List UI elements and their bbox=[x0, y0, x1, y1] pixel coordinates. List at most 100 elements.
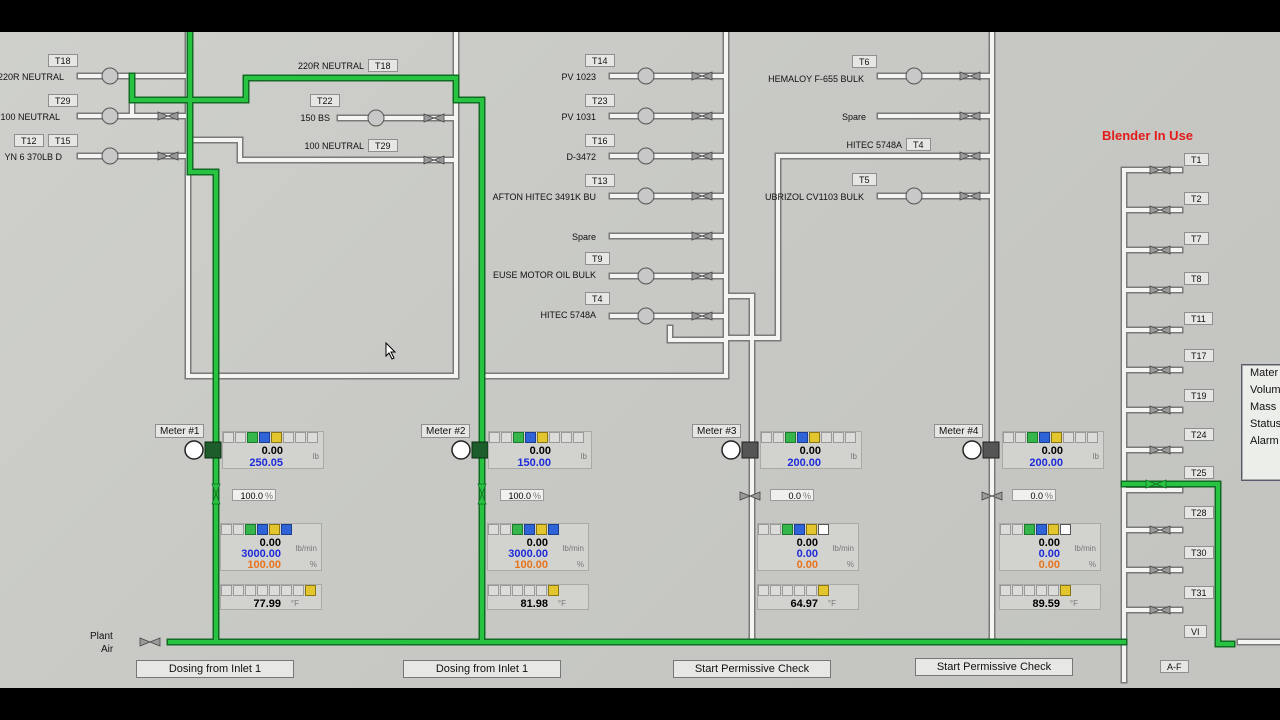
line-label-right-0: HEMALOY F-655 BULK bbox=[768, 74, 864, 84]
meter-3-valve-pct[interactable]: 0.0% bbox=[770, 489, 814, 501]
line-label-mid-right-5: EUSE MOTOR OIL BULK bbox=[492, 270, 596, 280]
meter-1-flow-pct-unit: % bbox=[309, 560, 317, 569]
tank-tag[interactable]: T30 bbox=[1184, 546, 1214, 559]
tank-tag[interactable]: T24 bbox=[1184, 428, 1214, 441]
meter-4-temp-panel[interactable]: 89.59 °F bbox=[999, 584, 1101, 610]
meter-1-totalizer[interactable]: 0.00 lb 250.05 bbox=[222, 431, 324, 469]
meter-1-temp: 77.99 bbox=[253, 598, 281, 610]
tag-mid-left-2[interactable]: T29 bbox=[368, 139, 398, 152]
meter-4-valve-pct[interactable]: 0.0% bbox=[1012, 489, 1056, 501]
meter-2-totalizer[interactable]: 0.00 lb 150.00 bbox=[488, 431, 592, 469]
line-label-mid-right-4: Spare bbox=[571, 232, 596, 242]
meter-4-permissive-button[interactable]: Start Permissive Check bbox=[915, 658, 1073, 676]
tag-top-left-2b[interactable]: T15 bbox=[48, 134, 78, 147]
tank-tag[interactable]: A-F bbox=[1160, 660, 1189, 673]
tank-tag[interactable]: T8 bbox=[1184, 272, 1209, 285]
meter-4-flow-pct-unit: % bbox=[1088, 560, 1096, 569]
meter-4-title[interactable]: Meter #4 bbox=[934, 424, 984, 438]
meter-1-temp-panel[interactable]: 77.99 °F bbox=[220, 584, 322, 610]
meter-3-temp: 64.97 bbox=[790, 598, 818, 610]
meter-4-actual: 0.00 bbox=[1041, 445, 1063, 457]
meter-2-flow-panel[interactable]: 0.00 lb/min 3000.00 100.00 % bbox=[487, 523, 589, 571]
meter-3-title[interactable]: Meter #3 bbox=[692, 424, 742, 438]
line-label-mid-right-2: D-3472 bbox=[566, 152, 596, 162]
valves-open bbox=[211, 479, 1167, 505]
meter-2-temp-panel[interactable]: 81.98 °F bbox=[487, 584, 589, 610]
pipe-diagram bbox=[76, 32, 1280, 684]
meter-3-temp-unit: °F bbox=[827, 599, 836, 608]
tag-top-left-0[interactable]: T18 bbox=[48, 54, 78, 67]
meter-1-title[interactable]: Meter #1 bbox=[155, 424, 205, 438]
meter-2-pct-unit: % bbox=[532, 491, 541, 501]
meter-1-dosing-button[interactable]: Dosing from Inlet 1 bbox=[136, 660, 294, 678]
meter-bodies bbox=[184, 440, 1000, 460]
meter-3-unit: lb bbox=[850, 452, 857, 461]
line-label-mid-left-0: 220R NEUTRAL bbox=[297, 61, 364, 71]
tag-right-2[interactable]: T4 bbox=[906, 138, 931, 151]
tag-mid-right-6[interactable]: T4 bbox=[585, 292, 610, 305]
meter-4-flow-panel[interactable]: 0.00 lb/min 0.00 0.00 % bbox=[999, 523, 1101, 571]
tank-tag[interactable]: VI bbox=[1184, 625, 1207, 638]
tank-tag[interactable]: T19 bbox=[1184, 389, 1214, 402]
meter-2-actual: 0.00 bbox=[529, 445, 551, 457]
meter-1-flow-panel[interactable]: 0.00 lb/min 3000.00 100.00 % bbox=[220, 523, 322, 571]
info-row: Mass bbox=[1250, 401, 1277, 413]
tag-mid-right-5[interactable]: T9 bbox=[585, 252, 610, 265]
tank-tag[interactable]: T28 bbox=[1184, 506, 1214, 519]
meter-1-actual: 0.00 bbox=[261, 445, 283, 457]
meter-2-unit: lb bbox=[580, 452, 587, 461]
tag-right-3[interactable]: T5 bbox=[852, 173, 877, 186]
meter-2-flow-pct-unit: % bbox=[576, 560, 584, 569]
meter-3-permissive-button[interactable]: Start Permissive Check bbox=[673, 660, 831, 678]
tank-tag[interactable]: T1 bbox=[1184, 153, 1209, 166]
info-row: Volum bbox=[1250, 384, 1280, 396]
meter-3-flow: 0.00 bbox=[796, 537, 818, 549]
meter-1-valve-pct[interactable]: 100.0% bbox=[232, 489, 276, 501]
meter-4-flow-setpoint: 0.00 bbox=[1038, 548, 1060, 560]
meter-1-temp-unit: °F bbox=[290, 599, 299, 608]
info-row: Alarm bbox=[1250, 435, 1279, 447]
line-label-mid-right-3: AFTON HITEC 3491K BU bbox=[492, 192, 596, 202]
tank-tag[interactable]: T11 bbox=[1184, 312, 1213, 325]
meter-1-flow-pct: 100.00 bbox=[247, 559, 281, 571]
tank-tag[interactable]: T25 bbox=[1184, 466, 1214, 479]
meter-1-flow-unit: lb/min bbox=[295, 544, 317, 553]
meter-3-temp-panel[interactable]: 64.97 °F bbox=[757, 584, 859, 610]
meter-3-pct-unit: % bbox=[802, 491, 811, 501]
meter-4-unit: lb bbox=[1092, 452, 1099, 461]
tag-mid-left-0[interactable]: T18 bbox=[368, 59, 398, 72]
tank-tag[interactable]: T7 bbox=[1184, 232, 1209, 245]
tank-tag[interactable]: T17 bbox=[1184, 349, 1214, 362]
meter-2-valve-pct[interactable]: 100.0% bbox=[500, 489, 544, 501]
info-row: Status bbox=[1250, 418, 1280, 430]
tank-tag[interactable]: T31 bbox=[1184, 586, 1214, 599]
meter-4-flow-pct: 0.00 bbox=[1038, 559, 1060, 571]
material-info-box: Mater Volum Mass Status Alarm bbox=[1241, 364, 1280, 481]
tag-right-0[interactable]: T6 bbox=[852, 55, 877, 68]
tag-top-left-1[interactable]: T29 bbox=[48, 94, 78, 107]
mouse-cursor-icon bbox=[385, 342, 397, 360]
meter-3-totalizer[interactable]: 0.00 lb 200.00 bbox=[760, 431, 862, 469]
line-label-mid-right-1: PV 1031 bbox=[561, 112, 596, 122]
meter-1-target: 250.05 bbox=[249, 457, 283, 469]
tank-tag[interactable]: T2 bbox=[1184, 192, 1209, 205]
line-label-right-1: Spare bbox=[841, 112, 866, 122]
blender-in-use-title: Blender In Use bbox=[1102, 128, 1194, 143]
tag-mid-right-0[interactable]: T14 bbox=[585, 54, 615, 67]
meter-3-flow-panel[interactable]: 0.00 lb/min 0.00 0.00 % bbox=[757, 523, 859, 571]
hmi-screen: T18 220R NEUTRAL T29 100 NEUTRAL T12 T15… bbox=[0, 32, 1280, 688]
meter-4-flow-unit: lb/min bbox=[1074, 544, 1096, 553]
line-label-mid-left-2: 100 NEUTRAL bbox=[304, 141, 364, 151]
tag-mid-right-1[interactable]: T23 bbox=[585, 94, 615, 107]
meter-2-dosing-button[interactable]: Dosing from Inlet 1 bbox=[403, 660, 561, 678]
meter-2-title[interactable]: Meter #2 bbox=[421, 424, 471, 438]
meter-2-flow-pct: 100.00 bbox=[514, 559, 548, 571]
line-label-mid-right-6: HITEC 5748A bbox=[540, 310, 596, 320]
meter-4-target: 200.00 bbox=[1029, 457, 1063, 469]
tag-mid-right-3[interactable]: T13 bbox=[585, 174, 615, 187]
tag-mid-left-1[interactable]: T22 bbox=[310, 94, 340, 107]
tag-top-left-2[interactable]: T12 bbox=[14, 134, 44, 147]
meter-2-flow-setpoint: 3000.00 bbox=[508, 548, 548, 560]
tag-mid-right-2[interactable]: T16 bbox=[585, 134, 615, 147]
meter-4-totalizer[interactable]: 0.00 lb 200.00 bbox=[1002, 431, 1104, 469]
